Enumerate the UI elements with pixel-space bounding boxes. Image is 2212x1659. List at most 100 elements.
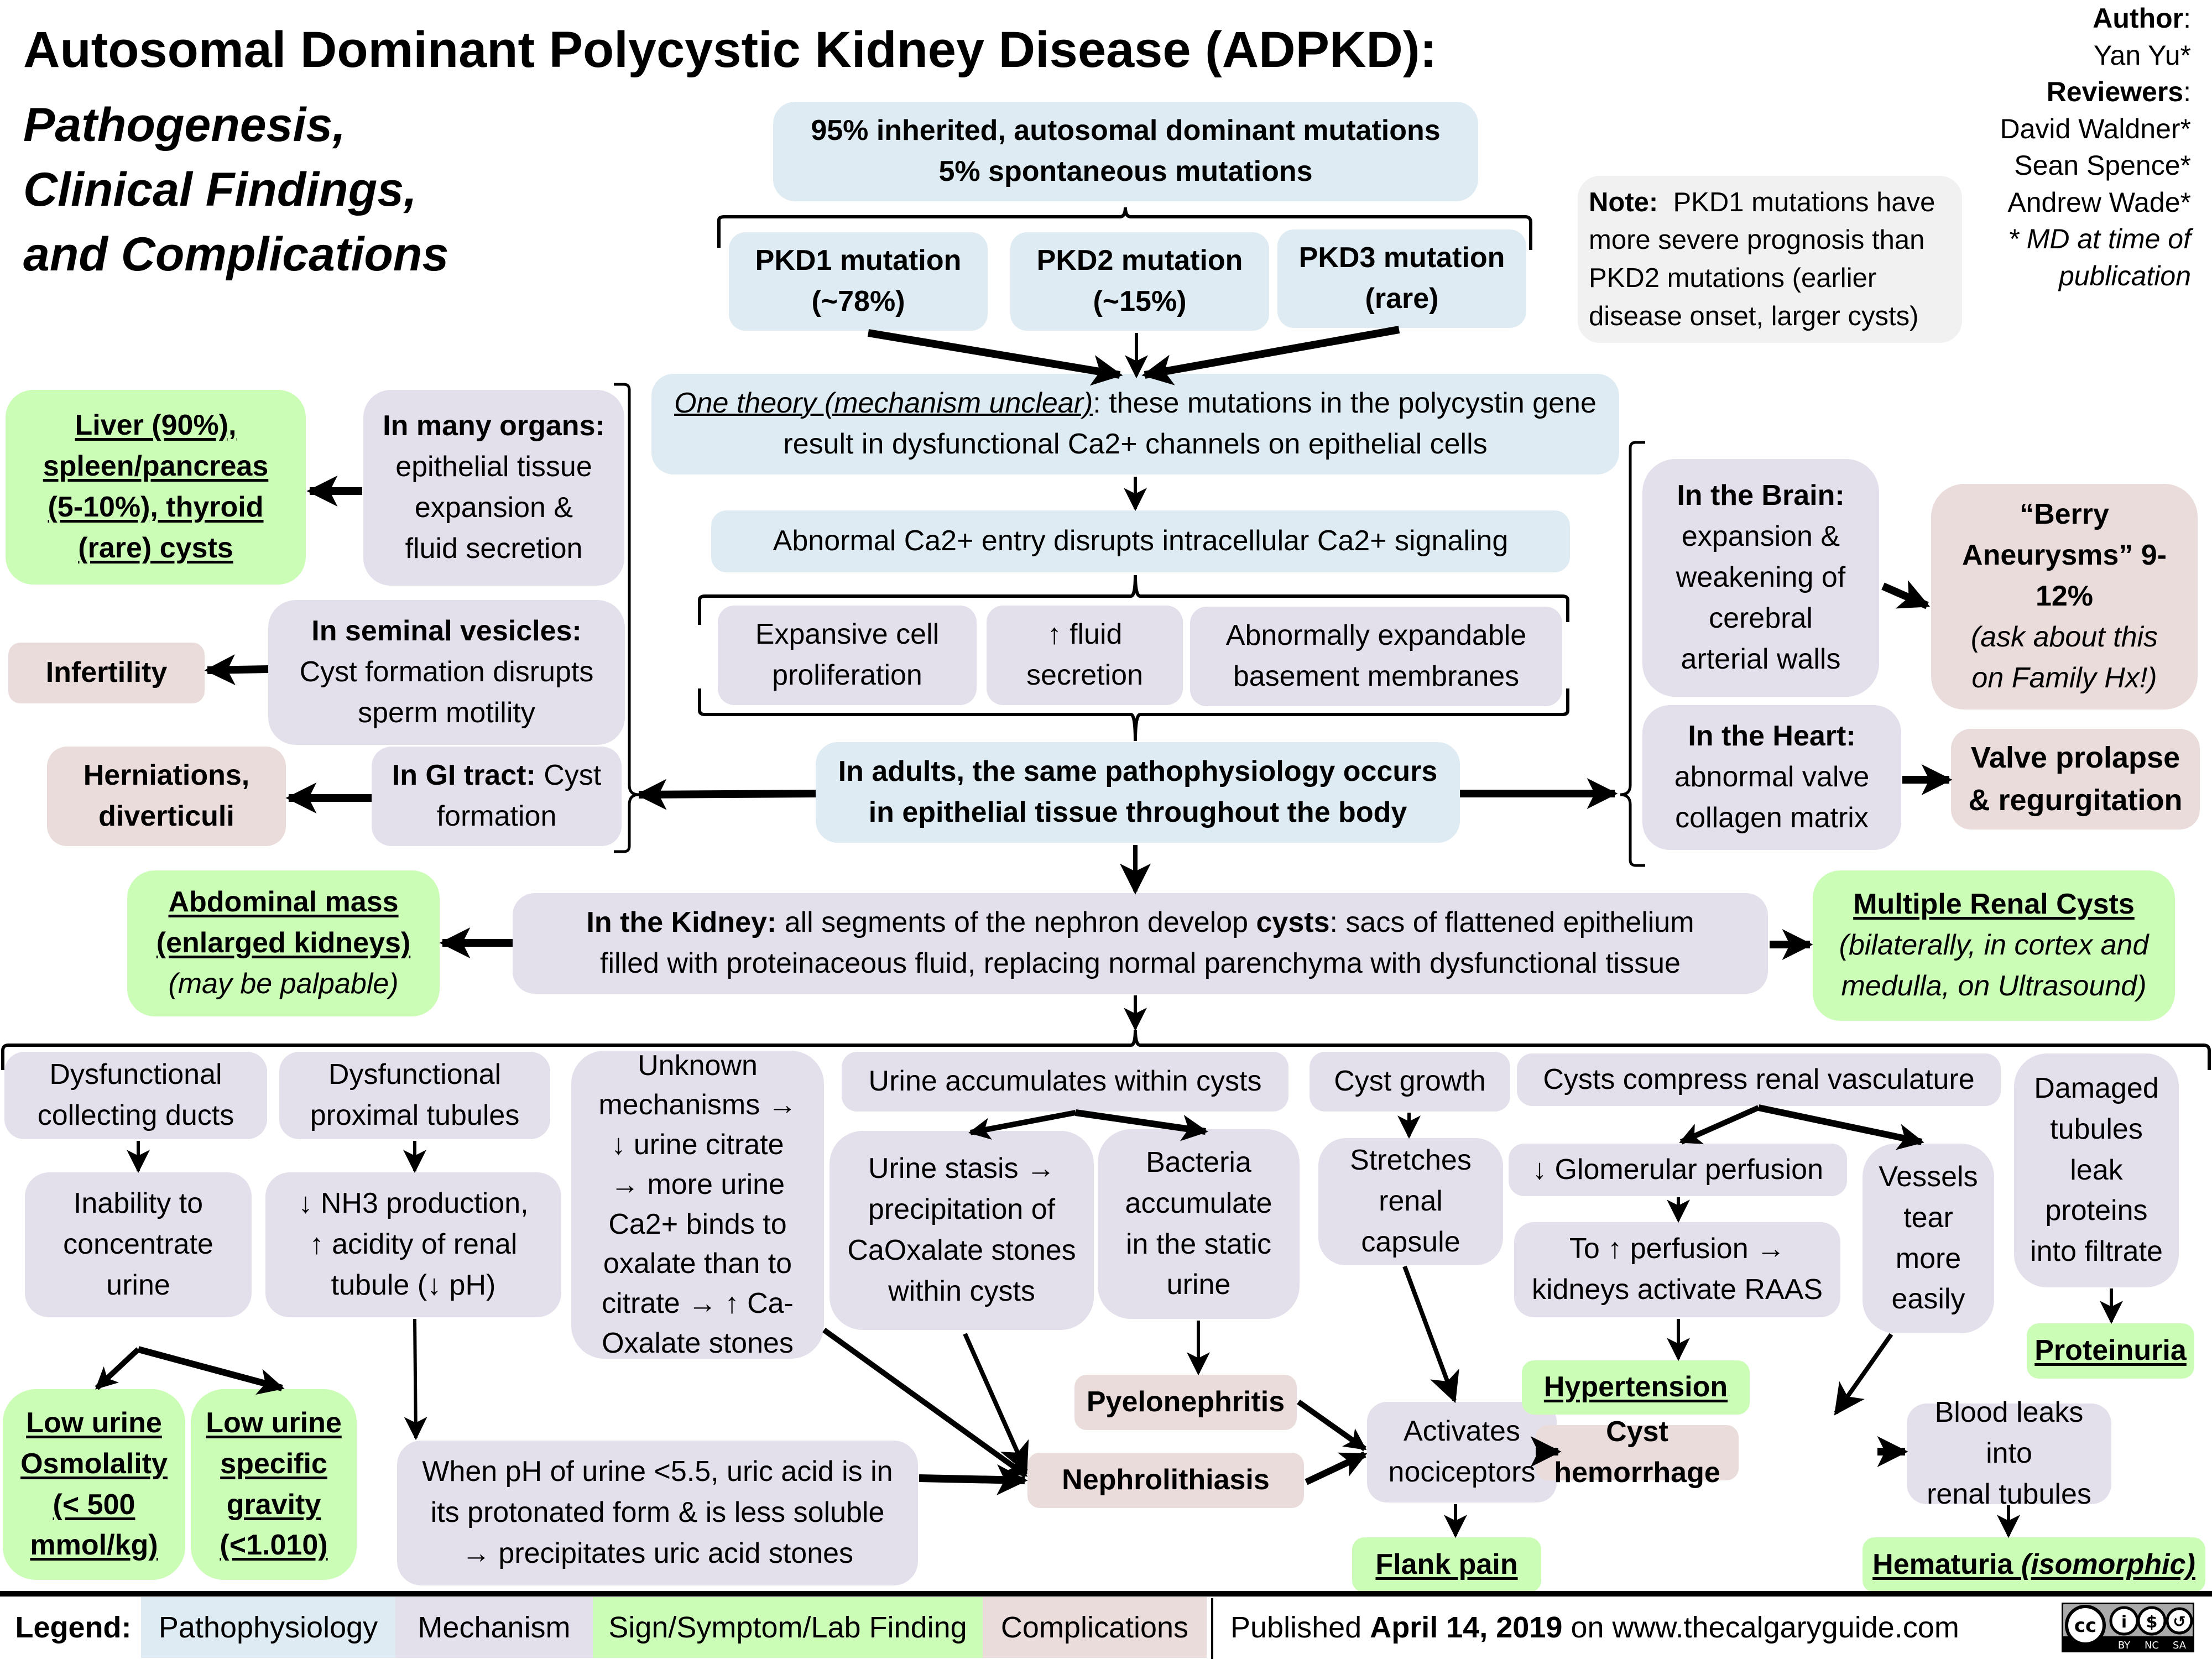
liver-text: Liver (90%), — [75, 409, 237, 442]
unknown-text: ↓ urine citrate — [611, 1129, 784, 1161]
author-name: Yan Yu* — [2093, 39, 2191, 71]
liver-cysts-box: Liver (90%), spleen/pancreas (5-10%), th… — [6, 390, 306, 585]
stasis-text: precipitation of — [868, 1193, 1056, 1226]
collecting-text: Dysfunctional — [49, 1058, 222, 1091]
pkd3-arrow — [1141, 326, 1400, 385]
seminal-vesicles-box: In seminal vesicles: Cyst formation disr… — [268, 600, 625, 745]
unknown-text: Oxalate stones — [602, 1327, 794, 1359]
pkd1-freq: (~78%) — [811, 285, 905, 317]
kidney-text: : sacs of flattened epithelium — [1329, 906, 1694, 939]
gravity-text: Low urine — [206, 1406, 342, 1439]
legend-mechanism: Mechanism — [395, 1597, 593, 1658]
subtitle-line: Pathogenesis, — [23, 98, 346, 152]
pkd2-freq: (~15%) — [1093, 285, 1187, 317]
infertility-text: Infertility — [45, 656, 168, 689]
stasis-to-nephrolithiasis-arrow — [963, 1333, 1029, 1474]
svg-text:i: i — [2121, 1613, 2127, 1632]
brain-text: arterial walls — [1681, 643, 1841, 675]
gi-text: Cyst formation — [436, 759, 602, 832]
uric-text: → precipitates uric acid stones — [461, 1537, 854, 1569]
abdominal-mass-box: Abdominal mass (enlarged kidneys) (may b… — [127, 870, 440, 1016]
pkd2-box: PKD2 mutation (~15%) — [1010, 232, 1269, 331]
unknown-text: Unknown — [638, 1049, 758, 1082]
nociceptors-text: Activates — [1404, 1415, 1520, 1448]
flank-pain-box: Flank pain — [1352, 1537, 1541, 1593]
proliferation-text: Expansive cell — [755, 618, 940, 651]
kidney-line2: filled with proteinaceous fluid, replaci… — [600, 947, 1681, 979]
uric-to-nephrolithiasis-arrow — [919, 1464, 1028, 1495]
fluid-text: ↑ fluid — [1047, 618, 1123, 651]
nociceptors-box: Activates nociceptors — [1367, 1402, 1557, 1503]
published-prefix: Published — [1230, 1611, 1362, 1644]
nh3-text: ↓ NH3 production, — [298, 1187, 529, 1220]
reviewers-label: Reviewers — [2046, 76, 2184, 107]
legend-complications: Complications — [983, 1597, 1207, 1658]
note-content: Note: PKD1 mutations have more severe pr… — [1589, 184, 1951, 335]
page-title: Autosomal Dominant Polycystic Kidney Dis… — [23, 22, 1437, 78]
pkd3-label: PKD3 mutation — [1298, 242, 1505, 274]
seminal-text: Cyst formation disrupts — [299, 656, 594, 688]
proximal-text: proximal tubules — [310, 1099, 520, 1131]
hypertension-box: Hypertension — [1522, 1360, 1750, 1415]
nh3-to-uric-arrow — [404, 1318, 427, 1441]
nephrolithiasis-box: Nephrolithiasis — [1027, 1453, 1304, 1508]
brain-text: cerebral — [1709, 602, 1813, 634]
legend-label: Legend: — [15, 1611, 132, 1644]
cc-by-nc-sa-icon[interactable]: cc i $ ↺ BY NC SA — [2062, 1603, 2194, 1652]
author-label: Author — [2093, 3, 2184, 34]
osmolality-text: (< 500 — [53, 1488, 135, 1521]
uric-acid-box: When pH of urine <5.5, uric acid is in i… — [397, 1441, 918, 1585]
hemorrhage-text: Cyst hemorrhage — [1554, 1416, 1720, 1489]
theory-label: One theory (mechanism unclear) — [674, 387, 1093, 420]
urine-accumulates-box: Urine accumulates within cysts — [842, 1052, 1288, 1112]
proximal-text: Dysfunctional — [328, 1058, 502, 1091]
brain-to-berry-arrow — [1881, 580, 1931, 609]
vessels-to-hemorrhage-arrow — [1834, 1333, 1893, 1416]
credits: Author: Yan Yu* Reviewers: David Waldner… — [2000, 0, 2191, 294]
unknown-text: oxalate than to — [603, 1248, 792, 1280]
inability-to-osmolality-arrow — [95, 1347, 140, 1390]
blood-leaks-text: Blood leaks into — [1934, 1396, 2084, 1470]
nh3-text: ↑ acidity of renal — [309, 1228, 518, 1261]
kidney-label: In the Kidney: — [586, 906, 777, 939]
fluid-secretion-box: ↑ fluid secretion — [987, 606, 1183, 705]
subtitle-line: Clinical Findings, — [23, 163, 417, 216]
basement-text: basement membranes — [1233, 660, 1520, 692]
herniations-text: Herniations, — [83, 759, 250, 792]
pyelonephritis-to-nociceptors-arrow — [1297, 1399, 1367, 1452]
reviewer-name: Andrew Wade* — [2007, 186, 2191, 218]
nh3-box: ↓ NH3 production, ↑ acidity of renal tub… — [265, 1172, 561, 1317]
vessels-tear-box: Vessels tear more easily — [1863, 1144, 1994, 1333]
uric-text: its protonated form & is less soluble — [430, 1496, 885, 1529]
berry-note: (ask about this — [1970, 620, 2158, 653]
credits-footnote: * MD at time of — [2008, 223, 2191, 254]
stretches-to-nociceptors-arrow — [1402, 1265, 1459, 1404]
berry-note: on Family Hx!) — [1971, 661, 2157, 694]
basement-text: Abnormally expandable — [1225, 619, 1527, 652]
gravity-text: specific — [220, 1447, 327, 1480]
fluid-text: secretion — [1026, 659, 1143, 691]
pkd3-freq: (rare) — [1365, 283, 1439, 315]
inability-box: Inability to concentrate urine — [25, 1172, 252, 1317]
heart-box: In the Heart: abnormal valve collagen ma… — [1642, 705, 1901, 850]
renal-cysts-title: Multiple Renal Cysts — [1853, 888, 2135, 921]
urine-stasis-box: Urine stasis → precipitation of CaOxalat… — [830, 1131, 1094, 1330]
bacteria-box: Bacteria accumulate in the static urine — [1098, 1129, 1300, 1319]
unknown-text: citrate → ↑ Ca- — [602, 1287, 794, 1319]
gi-tract-box: In GI tract: Cyst formation — [372, 747, 622, 846]
note-box: Note: PKD1 mutations have more severe pr… — [1578, 176, 1962, 343]
vessels-text: Vessels — [1879, 1160, 1978, 1193]
published-info: Published April 14, 2019 on www.thecalga… — [1230, 1597, 2005, 1658]
accumulates-to-bacteria-arrow — [1075, 1109, 1208, 1141]
seminal-text: sperm motility — [358, 696, 535, 729]
gi-content: In GI tract: Cyst formation — [388, 755, 605, 837]
adults-text: In adults, the same pathophysiology occu… — [838, 755, 1438, 788]
inheritance-box: 95% inherited, autosomal dominant mutati… — [773, 102, 1478, 201]
proteinuria-box: Proteinuria — [2027, 1323, 2194, 1379]
brain-box: In the Brain: expansion & weakening of c… — [1642, 459, 1879, 697]
ca-signaling-text: Abnormal Ca2+ entry disrupts intracellul… — [773, 525, 1509, 557]
blood-leaks-text: renal tubules — [1927, 1478, 2091, 1510]
bacteria-text: in the static — [1125, 1228, 1272, 1260]
uric-text: When pH of urine <5.5, uric acid is in — [422, 1455, 893, 1488]
seminal-to-infertility-arrow — [204, 654, 269, 686]
